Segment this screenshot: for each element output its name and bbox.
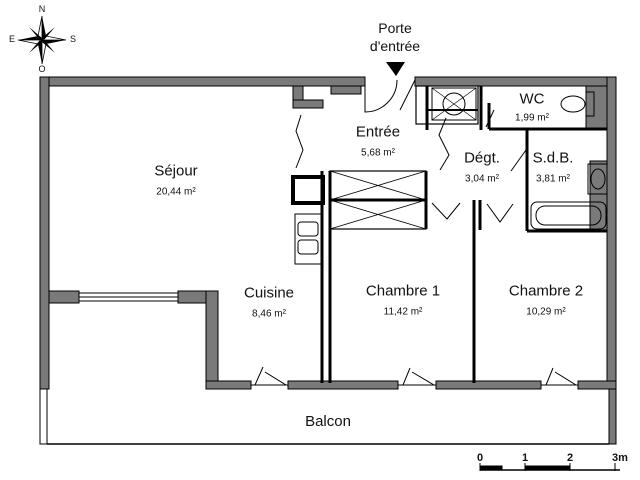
room-balcon: Balcon	[305, 412, 351, 431]
doors	[251, 79, 578, 386]
compass-west-label: O	[38, 64, 46, 75]
room-name: Chambre 2	[508, 282, 584, 300]
room-name: Séjour	[154, 162, 198, 180]
room-area: 10,29 m²	[526, 305, 566, 317]
room-chambre-1: Chambre 1 11,42 m²	[366, 283, 440, 317]
room-chambre-2: Chambre 2 10,29 m²	[509, 283, 583, 317]
room-wc: WC 1,99 m²	[515, 91, 549, 123]
room-name: Entrée	[355, 123, 401, 141]
room-name: Balcon	[305, 412, 351, 430]
room-area: 11,42 m²	[383, 305, 423, 317]
scale-label-0: 0	[476, 451, 484, 464]
room-cuisine: Cuisine 8,46 m²	[244, 285, 294, 319]
entrance-label-line-2: d'entrée	[369, 38, 421, 54]
interior-partitions	[47, 85, 609, 445]
scale-label-2: 2	[566, 451, 574, 464]
room-area: 20,44 m²	[156, 185, 196, 197]
room-name: WC	[519, 90, 545, 108]
scale-label-1: 1	[521, 451, 529, 464]
compass-south-label: S	[69, 34, 77, 45]
scale-label-3: 3m	[612, 451, 628, 464]
compass-north-label: N	[38, 4, 46, 15]
room-sejour: Séjour 20,44 m²	[154, 163, 197, 197]
compass-east-label: E	[8, 34, 16, 45]
room-area: 5,68 m²	[361, 146, 395, 158]
entrance-arrow-icon	[386, 62, 405, 76]
room-degt: Dégt. 3,04 m²	[464, 150, 500, 184]
entrance-label: Porte d'entrée	[370, 19, 420, 55]
room-name: S.d.B.	[532, 149, 574, 167]
room-area: 3,04 m²	[465, 172, 499, 184]
room-name: Cuisine	[243, 284, 295, 302]
room-name: Dégt.	[464, 149, 500, 167]
walls	[39, 76, 617, 445]
room-area: 3,81 m²	[536, 172, 570, 184]
room-name: Chambre 1	[365, 282, 441, 300]
room-entree: Entrée 5,68 m²	[356, 124, 400, 158]
entrance-label-line-1: Porte	[378, 20, 412, 36]
scale-bar	[479, 463, 620, 471]
room-sdb: S.d.B. 3,81 m²	[533, 150, 574, 184]
room-area: 8,46 m²	[252, 307, 286, 319]
compass-rose-icon	[17, 15, 67, 65]
room-area: 1,99 m²	[515, 111, 549, 123]
